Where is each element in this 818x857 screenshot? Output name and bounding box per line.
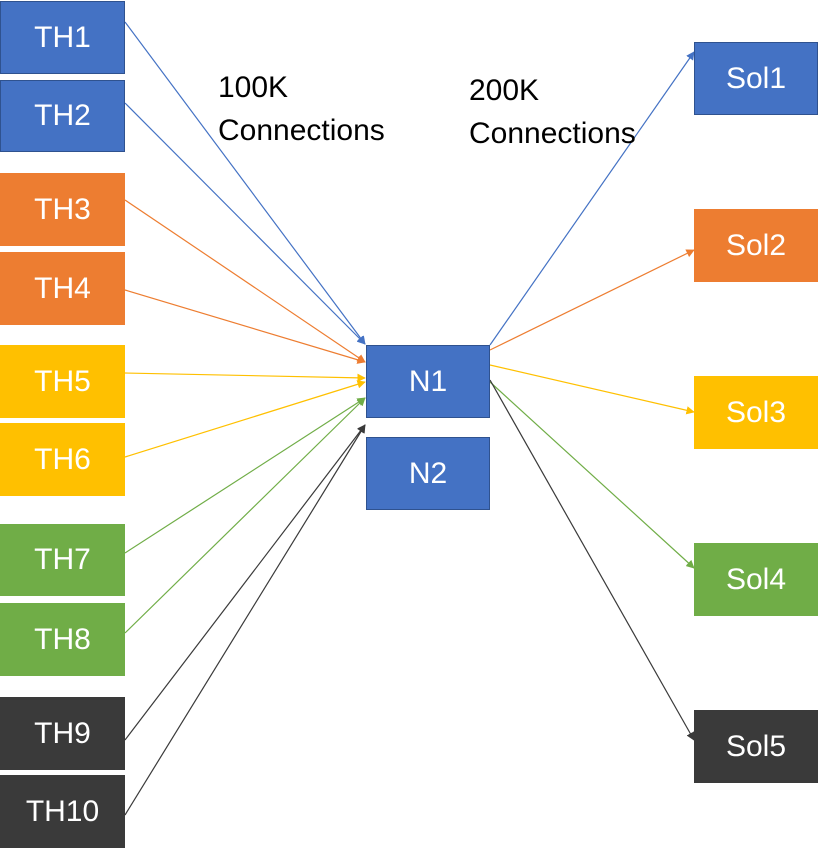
node-th8: TH8 <box>0 603 125 676</box>
node-sol4: Sol4 <box>694 543 818 616</box>
node-n2: N2 <box>366 437 490 510</box>
left-connections-label: 100K Connections <box>218 66 385 152</box>
node-th3: TH3 <box>0 173 125 246</box>
edge-th10-n1 <box>124 424 366 816</box>
edge-th6-n1 <box>124 380 366 458</box>
node-sol3: Sol3 <box>694 376 818 449</box>
right-unit: Connections <box>469 117 636 150</box>
node-n1: N1 <box>366 345 490 418</box>
edge-th3-n1 <box>124 199 366 363</box>
edge-n1-sol4 <box>489 381 695 569</box>
right-connections-label: 200K Connections <box>469 69 636 155</box>
node-th6: TH6 <box>0 423 125 496</box>
edge-th9-n1 <box>124 424 366 741</box>
right-count: 200K <box>469 74 540 107</box>
left-count: 100K <box>218 71 289 104</box>
edge-n1-sol1 <box>489 51 695 346</box>
edge-n1-sol5 <box>489 379 695 741</box>
node-th10: TH10 <box>0 775 125 848</box>
node-th9: TH9 <box>0 697 125 770</box>
edge-th1-n1 <box>124 21 366 345</box>
edge-n1-sol2 <box>489 249 695 351</box>
node-sol2: Sol2 <box>694 209 818 282</box>
node-sol5: Sol5 <box>694 710 818 783</box>
node-th2: TH2 <box>0 80 125 152</box>
node-sol1: Sol1 <box>694 42 818 115</box>
left-unit: Connections <box>218 114 385 147</box>
edge-n1-sol3 <box>489 364 695 415</box>
edge-th4-n1 <box>124 289 366 364</box>
node-th7: TH7 <box>0 524 125 596</box>
node-th1: TH1 <box>0 1 125 74</box>
node-th4: TH4 <box>0 252 125 325</box>
edge-th2-n1 <box>124 102 366 345</box>
node-th5: TH5 <box>0 345 125 418</box>
edge-th8-n1 <box>124 397 366 634</box>
edge-th7-n1 <box>124 397 366 554</box>
edge-th5-n1 <box>124 372 366 383</box>
